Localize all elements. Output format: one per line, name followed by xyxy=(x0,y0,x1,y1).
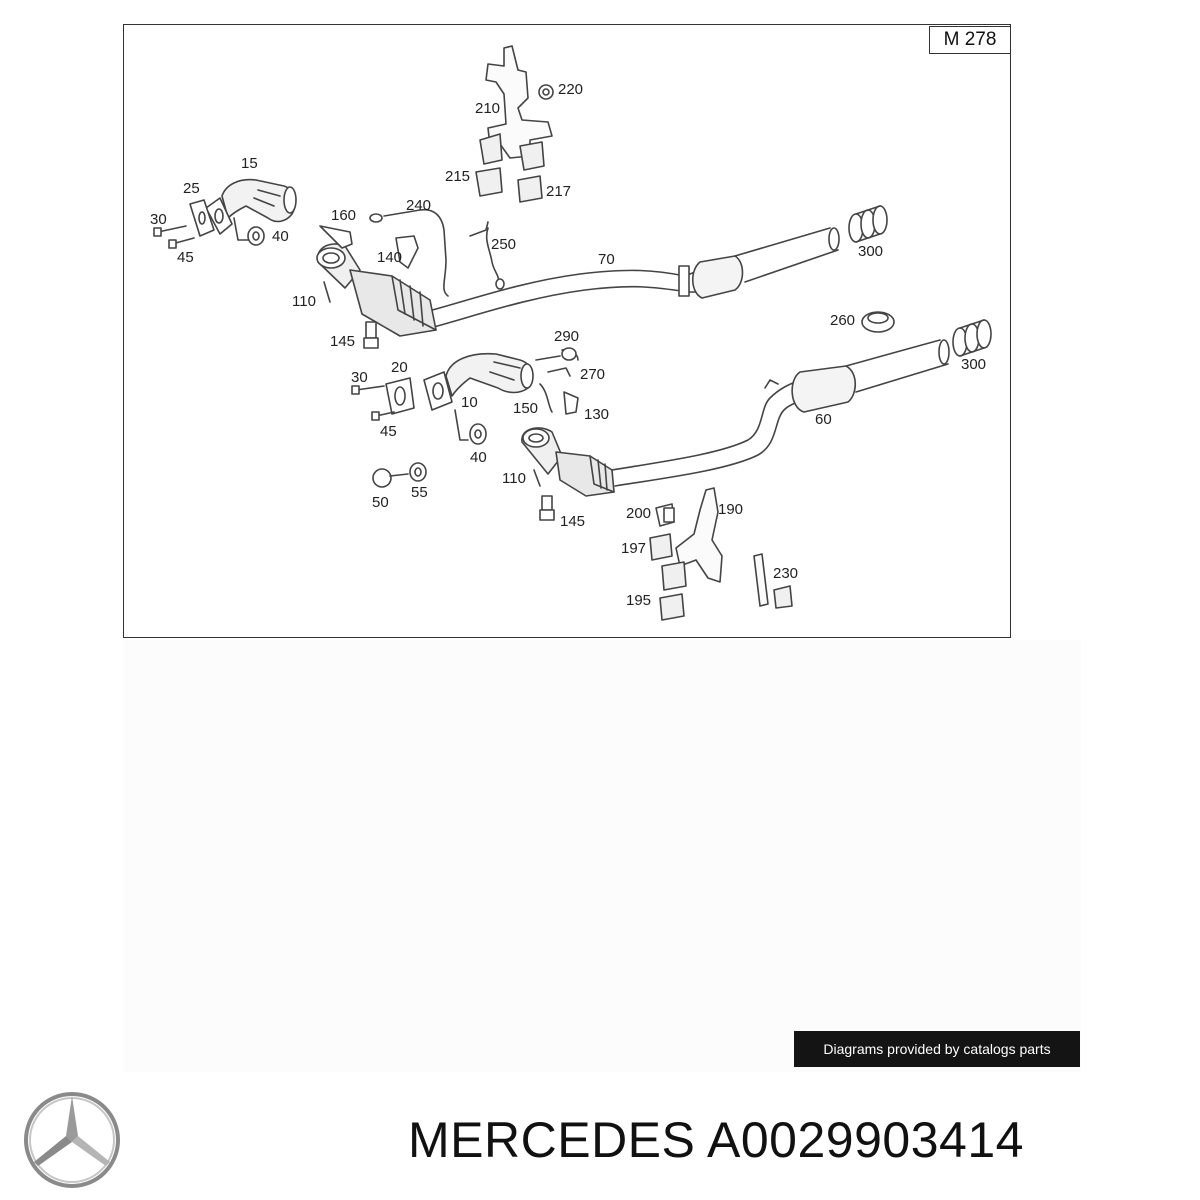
mercedes-star-icon xyxy=(24,1092,120,1188)
callout-40b: 40 xyxy=(470,449,487,466)
callout-230: 230 xyxy=(773,565,798,582)
callout-130: 130 xyxy=(584,406,609,423)
callout-195: 195 xyxy=(626,592,651,609)
callout-215: 215 xyxy=(445,168,470,185)
callout-190: 190 xyxy=(718,501,743,518)
callout-145b: 145 xyxy=(560,513,585,530)
callout-70: 70 xyxy=(598,251,615,268)
callout-40a: 40 xyxy=(272,228,289,245)
diagram-frame xyxy=(123,24,1011,638)
callout-145a: 145 xyxy=(330,333,355,350)
callout-290: 290 xyxy=(554,328,579,345)
engine-code-badge: M 278 xyxy=(929,26,1011,54)
callout-140: 140 xyxy=(377,249,402,266)
exhaust-system-diagram: 220 210 15 25 215 217 240 160 30 40 250 140 45 70 300 1… xyxy=(150,45,992,621)
diagram-credit-banner: Diagrams provided by catalogs parts xyxy=(794,1031,1080,1067)
brand-name: MERCEDES xyxy=(408,1112,696,1168)
callout-110b: 110 xyxy=(502,470,526,487)
callout-240: 240 xyxy=(406,197,431,214)
part-number: A0029903414 xyxy=(707,1112,1024,1168)
callout-300a: 300 xyxy=(858,243,883,260)
lower-catalytic-converter-drawing xyxy=(521,427,615,497)
downpipe-10-drawing xyxy=(351,352,534,488)
callout-250: 250 xyxy=(491,236,516,253)
callout-220: 220 xyxy=(558,81,583,98)
downpipe-15-drawing xyxy=(153,178,297,249)
lower-sensor-drawing xyxy=(535,347,579,415)
callout-50: 50 xyxy=(372,494,389,511)
callout-160: 160 xyxy=(331,207,356,224)
part-title: MERCEDES A0029903414 xyxy=(408,1108,1024,1172)
callout-45a: 45 xyxy=(177,249,194,266)
exhaust-pipe-60-drawing xyxy=(611,339,950,487)
bracket-210-drawing xyxy=(475,45,554,203)
bolts-110-145-drawing xyxy=(323,281,675,523)
exhaust-pipe-70-drawing xyxy=(424,227,840,329)
callout-55: 55 xyxy=(411,484,428,501)
callout-300b: 300 xyxy=(961,356,986,373)
callout-210: 210 xyxy=(475,100,500,117)
callout-30b: 30 xyxy=(351,369,368,386)
callout-197: 197 xyxy=(621,540,646,557)
callout-217: 217 xyxy=(546,183,571,200)
upper-catalytic-converter-drawing xyxy=(316,243,437,337)
callout-15: 15 xyxy=(241,155,258,172)
callout-270: 270 xyxy=(580,366,605,383)
callout-60: 60 xyxy=(815,411,832,428)
callout-30a: 30 xyxy=(150,211,167,228)
oxygen-sensor-drawing xyxy=(319,208,505,297)
clamp-300-drawing xyxy=(848,205,992,357)
callout-110a: 110 xyxy=(292,293,316,310)
callout-25: 25 xyxy=(183,180,200,197)
callout-labels: 220 210 15 25 215 217 240 160 30 40 250 140 45 70 300 1… xyxy=(150,81,986,609)
callout-150: 150 xyxy=(513,400,538,417)
callout-260: 260 xyxy=(830,312,855,329)
callout-20: 20 xyxy=(391,359,408,376)
diagram-background-area xyxy=(123,640,1081,1072)
callout-200: 200 xyxy=(626,505,651,522)
callout-45b: 45 xyxy=(380,423,397,440)
callout-10: 10 xyxy=(461,394,478,411)
